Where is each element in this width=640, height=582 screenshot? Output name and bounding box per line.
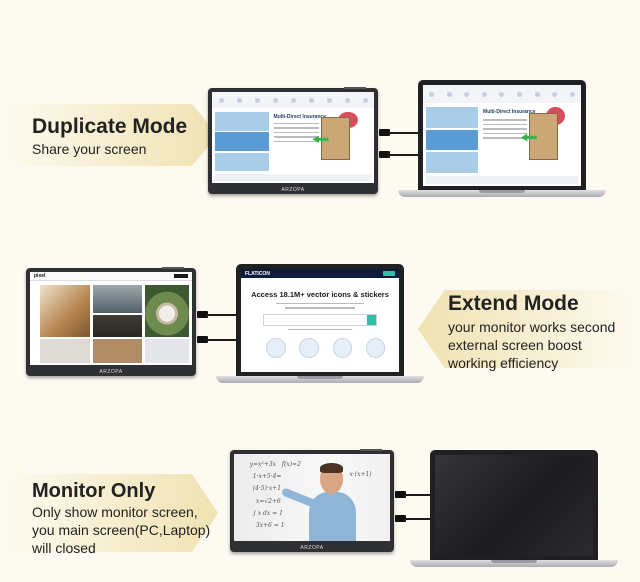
duplicate-laptop-base bbox=[398, 190, 606, 197]
photo-tile-coffee bbox=[145, 285, 189, 338]
feature-icon bbox=[365, 338, 386, 358]
monitor-only-screen: y=x²+3x f(x)=2 1·x+5·4= (4·5)·x+1 x=√2+6… bbox=[234, 454, 390, 541]
monitor-only-portable-monitor: y=x²+3x f(x)=2 1·x+5·4= (4·5)·x+1 x=√2+6… bbox=[230, 449, 394, 552]
monitor-only-laptop-base bbox=[410, 560, 618, 567]
search-icon bbox=[366, 315, 376, 325]
feature-icon bbox=[299, 338, 319, 358]
extend-cable-bottom bbox=[206, 339, 238, 341]
flaticon-heading: Access 18.1M+ vector icons & stickers bbox=[251, 289, 389, 299]
feature-icon bbox=[266, 338, 286, 358]
pixel-logo: pixel bbox=[34, 273, 46, 279]
extend-cable-top bbox=[206, 314, 238, 316]
duplicate-laptop-heading: Multi-Direct Insurance bbox=[483, 109, 536, 116]
laptop-screen-off bbox=[435, 455, 593, 556]
extend-portable-monitor: pixel ARZOPA bbox=[26, 267, 196, 376]
flaticon-search-bar bbox=[263, 314, 377, 326]
duplicate-mode-ribbon bbox=[0, 104, 218, 166]
monitor-only-cable-top bbox=[404, 494, 432, 496]
extend-laptop-base bbox=[216, 376, 424, 383]
duplicate-laptop-screen: Multi-Direct Insurance bbox=[423, 85, 581, 186]
extend-mode-ribbon bbox=[418, 290, 640, 368]
duplicate-cable-bottom bbox=[388, 154, 420, 156]
feature-icon bbox=[332, 338, 352, 358]
extend-laptop-screen: FLATICON Access 18.1M+ vector icons & st… bbox=[241, 269, 399, 372]
extend-laptop: FLATICON Access 18.1M+ vector icons & st… bbox=[236, 264, 404, 376]
monitor-only-cable-bottom bbox=[404, 518, 432, 520]
duplicate-portable-monitor: Multi-Direct Insurance ARZOPA bbox=[208, 87, 378, 194]
extend-monitor-screen: pixel bbox=[30, 272, 192, 365]
monitor-only-laptop bbox=[430, 450, 598, 560]
duplicate-laptop: Multi-Direct Insurance bbox=[418, 80, 586, 190]
monitor-only-title: Monitor Only bbox=[32, 480, 156, 502]
photo-tile-feathers bbox=[39, 285, 90, 338]
duplicate-cable-top bbox=[388, 132, 420, 134]
duplicate-mode-title: Duplicate Mode bbox=[32, 115, 188, 138]
extend-mode-title: Extend Mode bbox=[448, 292, 579, 315]
duplicate-mode-subtitle: Share your screen bbox=[32, 141, 147, 157]
photo-tile-building bbox=[93, 285, 142, 313]
monitor-buttons bbox=[344, 87, 366, 89]
extend-mode-subtitle: your monitor works second external scree… bbox=[448, 319, 616, 371]
monitor-only-ribbon bbox=[0, 474, 218, 552]
monitor-only-subtitle: Only show monitor screen, you main scree… bbox=[32, 504, 211, 556]
monitor-brand: ARZOPA bbox=[281, 187, 305, 193]
flaticon-logo: FLATICON bbox=[245, 271, 270, 277]
duplicate-monitor-screen: Multi-Direct Insurance bbox=[212, 92, 374, 183]
duplicate-monitor-heading: Multi-Direct Insurance bbox=[273, 113, 327, 120]
